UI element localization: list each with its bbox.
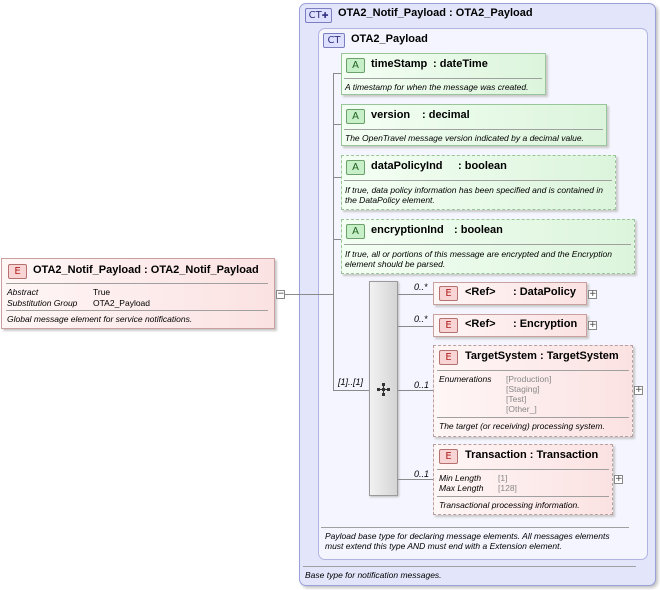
divider: [437, 370, 629, 371]
outer-ct-description: Base type for notification messages.: [305, 570, 442, 580]
prop-label-substitution-group: Substitution Group: [7, 298, 78, 308]
attribute-name: encryptionInd: [371, 224, 444, 236]
prop-label-abstract: Abstract: [7, 287, 39, 297]
element-box-targetsystem[interactable]: E TargetSystem : TargetSystem Enumeratio…: [433, 345, 633, 437]
attribute-description: If true, data policy information has bee…: [345, 185, 603, 205]
prop-value-max-length: [128]: [498, 483, 517, 493]
child-multiplicity: 0..1: [414, 469, 430, 479]
inner-ct-divider: [321, 527, 629, 528]
divider: [437, 469, 609, 470]
complex-type-badge: CT✚: [305, 8, 332, 23]
root-element-description: Global message element for service notif…: [7, 314, 193, 324]
element-box-transaction[interactable]: E Transaction : Transaction Min Length […: [433, 444, 613, 515]
inner-ct-description: Payload base type for declaring message …: [325, 531, 610, 551]
element-ref: <Ref>: [465, 286, 496, 298]
expand-icon[interactable]: +: [614, 474, 623, 484]
attribute-box-encryptionind[interactable]: A encryptionInd : boolean If true, all o…: [341, 219, 635, 274]
attribute-box-version[interactable]: A version : decimal The OpenTravel messa…: [341, 104, 607, 146]
connector: [398, 326, 433, 327]
divider: [6, 310, 268, 311]
connector: [333, 294, 334, 390]
outer-ct-divider: [303, 566, 636, 567]
element-badge: E: [8, 264, 27, 279]
attribute-type: : boolean: [454, 224, 503, 236]
attribute-name: timeStamp: [371, 58, 428, 70]
sequence-icon: [376, 382, 392, 398]
divider: [344, 129, 603, 130]
enum-value: [Staging]: [506, 384, 540, 394]
element-name: : DataPolicy: [513, 286, 576, 298]
connector: [333, 177, 341, 178]
inner-ct-title: OTA2_Payload: [351, 33, 428, 45]
divider: [437, 417, 629, 418]
prop-value-min-length: [1]: [498, 473, 508, 483]
attribute-badge: A: [346, 224, 365, 239]
expand-icon[interactable]: +: [588, 289, 597, 299]
element-badge: E: [439, 286, 458, 301]
element-badge: E: [439, 449, 458, 464]
element-name: : Encryption: [513, 318, 578, 330]
prop-value-abstract: True: [93, 287, 111, 297]
root-element-box[interactable]: E OTA2_Notif_Payload : OTA2_Notif_Payloa…: [1, 258, 275, 329]
sequence-multiplicity: [1]..[1]: [338, 377, 364, 387]
root-element-title: OTA2_Notif_Payload : OTA2_Notif_Payload: [33, 264, 259, 276]
attribute-description: The OpenTravel message version indicated…: [345, 133, 584, 143]
connector: [398, 294, 433, 295]
expand-icon[interactable]: +: [634, 385, 643, 395]
attribute-type: : decimal: [422, 109, 470, 121]
divider: [344, 78, 542, 79]
child-multiplicity: 0..*: [414, 282, 428, 292]
outer-ct-title: OTA2_Notif_Payload : OTA2_Payload: [338, 7, 533, 19]
connector: [398, 390, 433, 391]
connector: [333, 73, 334, 294]
attribute-badge: A: [346, 109, 365, 124]
attribute-type: : dateTime: [433, 58, 488, 70]
complex-type-badge: CT: [323, 33, 345, 48]
attribute-box-datapolicyind[interactable]: A dataPolicyInd : boolean If true, data …: [341, 155, 616, 210]
divider: [6, 283, 268, 284]
element-description: The target (or receiving) processing sys…: [439, 421, 605, 431]
element-badge: E: [439, 350, 458, 365]
attribute-description: A timestamp for when the message was cre…: [345, 82, 529, 92]
divider: [437, 496, 609, 497]
enum-value: [Other_]: [506, 404, 537, 414]
element-box-datapolicy[interactable]: E <Ref> : DataPolicy: [433, 282, 587, 305]
attribute-name: version: [371, 109, 411, 121]
enum-value: [Production]: [506, 374, 552, 384]
connector: [333, 239, 341, 240]
prop-label-enumerations: Enumerations: [439, 374, 492, 384]
connector: [285, 294, 333, 295]
enum-value: [Test]: [506, 394, 527, 404]
connector: [333, 73, 341, 74]
element-description: Transactional processing information.: [439, 500, 580, 510]
child-multiplicity: 0..*: [414, 314, 428, 324]
prop-label-min-length: Min Length: [439, 473, 482, 483]
attribute-name: dataPolicyInd: [371, 160, 443, 172]
child-multiplicity: 0..1: [414, 380, 430, 390]
element-box-encryption[interactable]: E <Ref> : Encryption: [433, 314, 587, 337]
connector: [333, 390, 370, 391]
attribute-box-timestamp[interactable]: A timeStamp : dateTime A timestamp for w…: [341, 53, 546, 95]
divider: [344, 180, 612, 181]
prop-label-max-length: Max Length: [439, 483, 484, 493]
element-name: TargetSystem : TargetSystem: [465, 350, 619, 362]
divider: [344, 244, 631, 245]
connector: [333, 124, 341, 125]
attribute-badge: A: [346, 160, 365, 175]
attribute-badge: A: [346, 58, 365, 73]
attribute-description: If true, all or portions of this message…: [345, 249, 612, 269]
element-ref: <Ref>: [465, 318, 496, 330]
prop-value-substitution-group: OTA2_Payload: [93, 298, 151, 308]
attribute-type: : boolean: [458, 160, 507, 172]
element-badge: E: [439, 318, 458, 333]
expand-icon[interactable]: +: [588, 320, 597, 330]
connector: [398, 479, 433, 480]
element-name: Transaction : Transaction: [465, 449, 599, 461]
collapse-toggle-icon[interactable]: −: [276, 289, 285, 299]
